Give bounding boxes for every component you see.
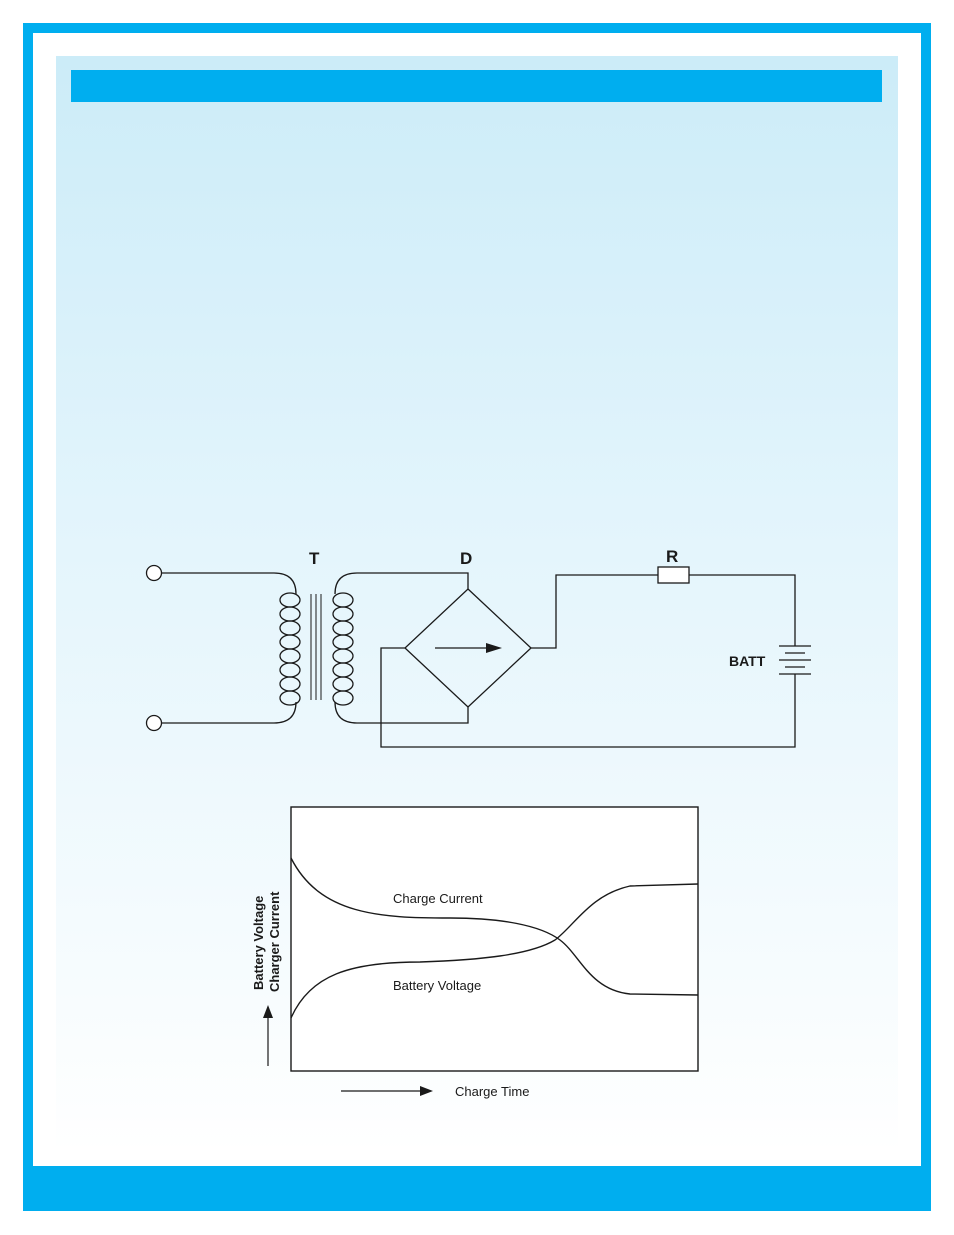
y-axis-label-charger-current: Charger Current xyxy=(267,891,282,992)
graph-plot-area xyxy=(291,807,698,1071)
charge-current-label: Charge Current xyxy=(393,891,483,906)
battery-voltage-curve-label: Battery Voltage xyxy=(393,978,481,993)
x-axis-label: Charge Time xyxy=(455,1084,529,1099)
y-axis-label-battery-voltage: Battery Voltage xyxy=(251,896,266,990)
